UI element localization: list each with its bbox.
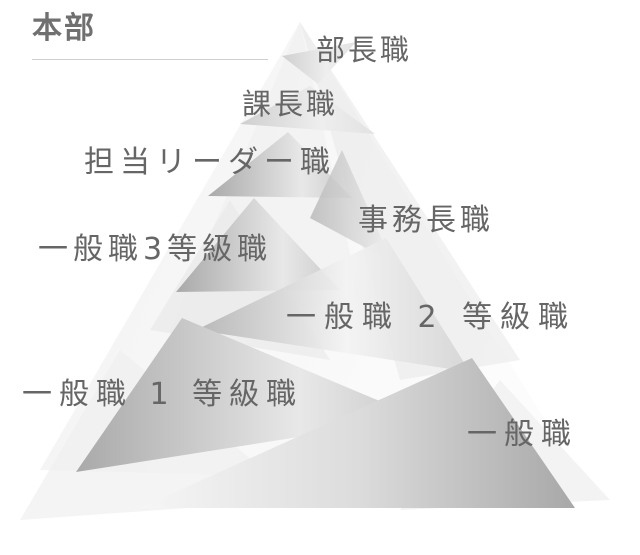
level-label-bucho: 部長職 <box>316 33 413 67</box>
level-label-ippan-3: 一般職3等級職 <box>38 232 273 267</box>
pyramid-facet <box>76 318 420 472</box>
level-label-tanto-leader: 担当リーダー職 <box>84 145 336 180</box>
level-label-jimu-cho: 事務長職 <box>358 203 494 238</box>
level-label-ippan-2: 一般職 2 等級職 <box>286 300 577 335</box>
title-divider <box>32 59 268 60</box>
pyramid-facet <box>310 150 392 262</box>
pyramid-facet <box>196 238 470 372</box>
pyramid-facet <box>208 132 352 198</box>
pyramid-facet <box>300 22 520 380</box>
level-label-ippan-1: 一般職 1 等級職 <box>22 377 304 412</box>
pyramid-facet <box>140 358 575 508</box>
level-label-ippan: 一般職 <box>467 417 578 452</box>
page-title: 本部 <box>32 11 96 46</box>
pyramid-facet <box>176 198 340 292</box>
level-label-kacho: 課長職 <box>242 87 339 121</box>
pyramid-facet <box>240 86 375 134</box>
pyramid-facet <box>282 42 356 84</box>
